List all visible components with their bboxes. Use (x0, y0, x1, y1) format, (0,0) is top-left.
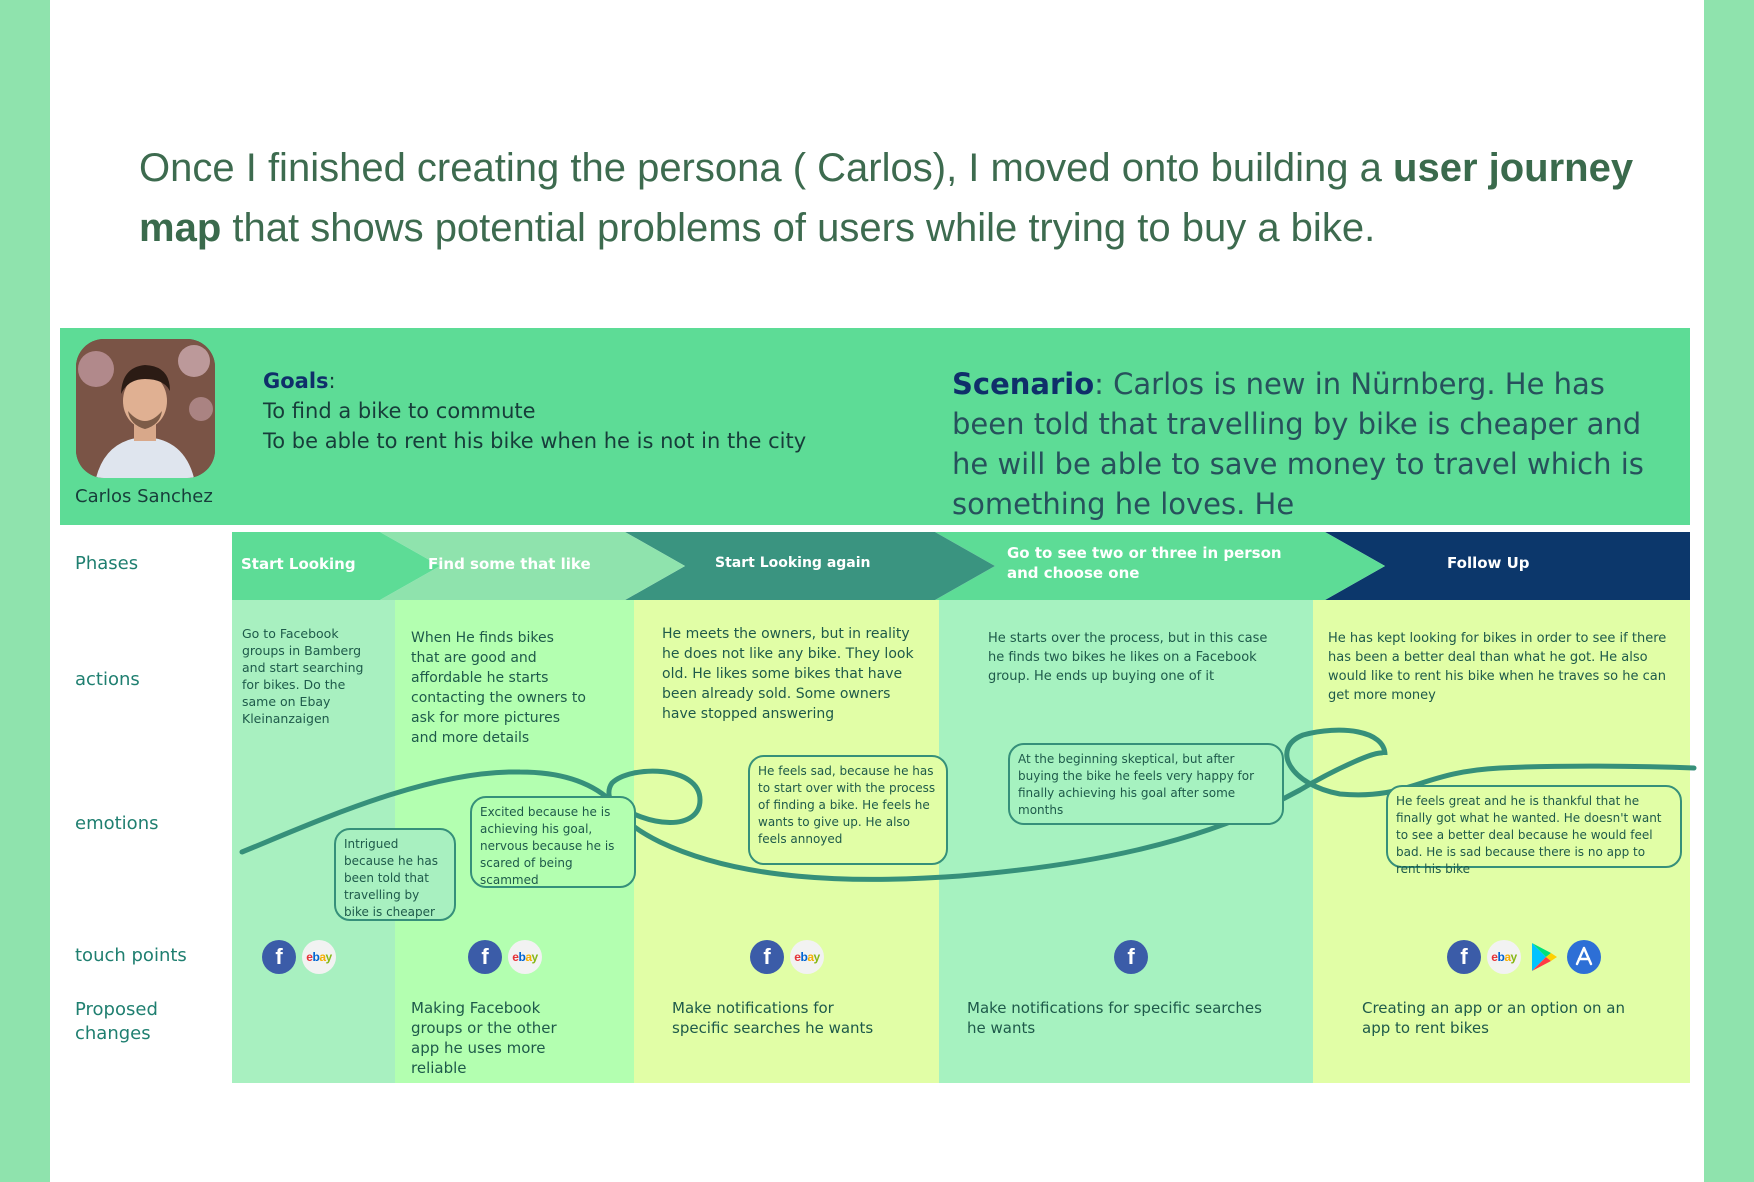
phase-label-5: Follow Up (1447, 554, 1530, 572)
row-label-proposed-changes: Proposed changes (75, 999, 158, 1044)
phase-label-2: Find some that like (428, 555, 591, 573)
persona-goals: Goals: To find a bike to commute To be a… (263, 366, 806, 456)
app-store-icon (1567, 940, 1601, 974)
facebook-icon: f (1114, 940, 1148, 974)
facebook-icon: f (750, 940, 784, 974)
phase-arrow-3 (625, 532, 995, 600)
goal-item: To be able to rent his bike when he is n… (263, 429, 807, 453)
proposed-change-2: Making Facebook groups or the other app … (411, 999, 557, 1077)
touch-points-4: f (1114, 940, 1148, 974)
row-label-phases: Phases (75, 553, 139, 574)
action-text-4: He starts over the process, but in this … (988, 631, 1268, 684)
phase-label-1: Start Looking (241, 555, 356, 573)
phase-label-3: Start Looking again (715, 555, 871, 571)
scenario-title: Scenario (952, 367, 1095, 401)
intro-part1: Once I finished creating the persona ( C… (139, 146, 1394, 190)
proposed-change-5: Creating an app or an option on an app t… (1362, 999, 1625, 1037)
phase-arrow-2 (380, 532, 685, 600)
emotion-bubble-1: Intrigued because he has been told that … (334, 828, 456, 921)
action-text-5: He has kept looking for bikes in order t… (1328, 631, 1667, 703)
phase-arrow-1 (232, 532, 440, 600)
row-label-emotions: emotions (75, 813, 159, 834)
proposed-change-3: Make notifications for specific searches… (672, 999, 874, 1037)
goals-colon: : (328, 369, 336, 393)
phase-arrow-4 (935, 532, 1385, 600)
emotion-bubble-4: At the beginning skeptical, but after bu… (1008, 743, 1284, 825)
row-label-actions: actions (75, 669, 140, 690)
goal-item: To find a bike to commute (263, 399, 536, 423)
goals-title: Goals (263, 369, 329, 393)
persona-avatar (76, 339, 215, 478)
action-text-3: He meets the owners, but in reality he d… (662, 626, 914, 722)
intro-text: Once I finished creating the persona ( C… (139, 138, 1659, 258)
phase-arrow-5 (1325, 532, 1690, 600)
facebook-icon: f (468, 940, 502, 974)
phase-label-4: Go to see two or three in person and cho… (1007, 544, 1282, 582)
emotion-bubble-2: Excited because he is achieving his goal… (470, 796, 636, 888)
action-text-1: Go to Facebook groups in Bamberg and sta… (242, 626, 364, 726)
facebook-icon: f (1447, 940, 1481, 974)
google-play-icon (1527, 940, 1561, 974)
proposed-change-4: Make notifications for specific searches… (967, 999, 1262, 1037)
row-label-touch-points: touch points (75, 945, 187, 966)
facebook-icon: f (262, 940, 296, 974)
persona-name: Carlos Sanchez (75, 486, 213, 507)
persona-scenario: Scenario: Carlos is new in Nürnberg. He … (952, 364, 1672, 524)
persona-header (60, 328, 1690, 525)
stage-column-4 (939, 600, 1313, 1083)
emotion-bubble-3: He feels sad, because he has to start ov… (748, 755, 948, 865)
action-text-2: When He finds bikes that are good and af… (411, 630, 586, 746)
emotion-bubble-5: He feels great and he is thankful that h… (1386, 785, 1682, 876)
intro-bold: user journey map (139, 146, 1634, 250)
scenario-text: : Carlos is new in Nürnberg. He has been… (952, 367, 1644, 521)
intro-part2: that shows potential problems of users w… (221, 206, 1376, 250)
